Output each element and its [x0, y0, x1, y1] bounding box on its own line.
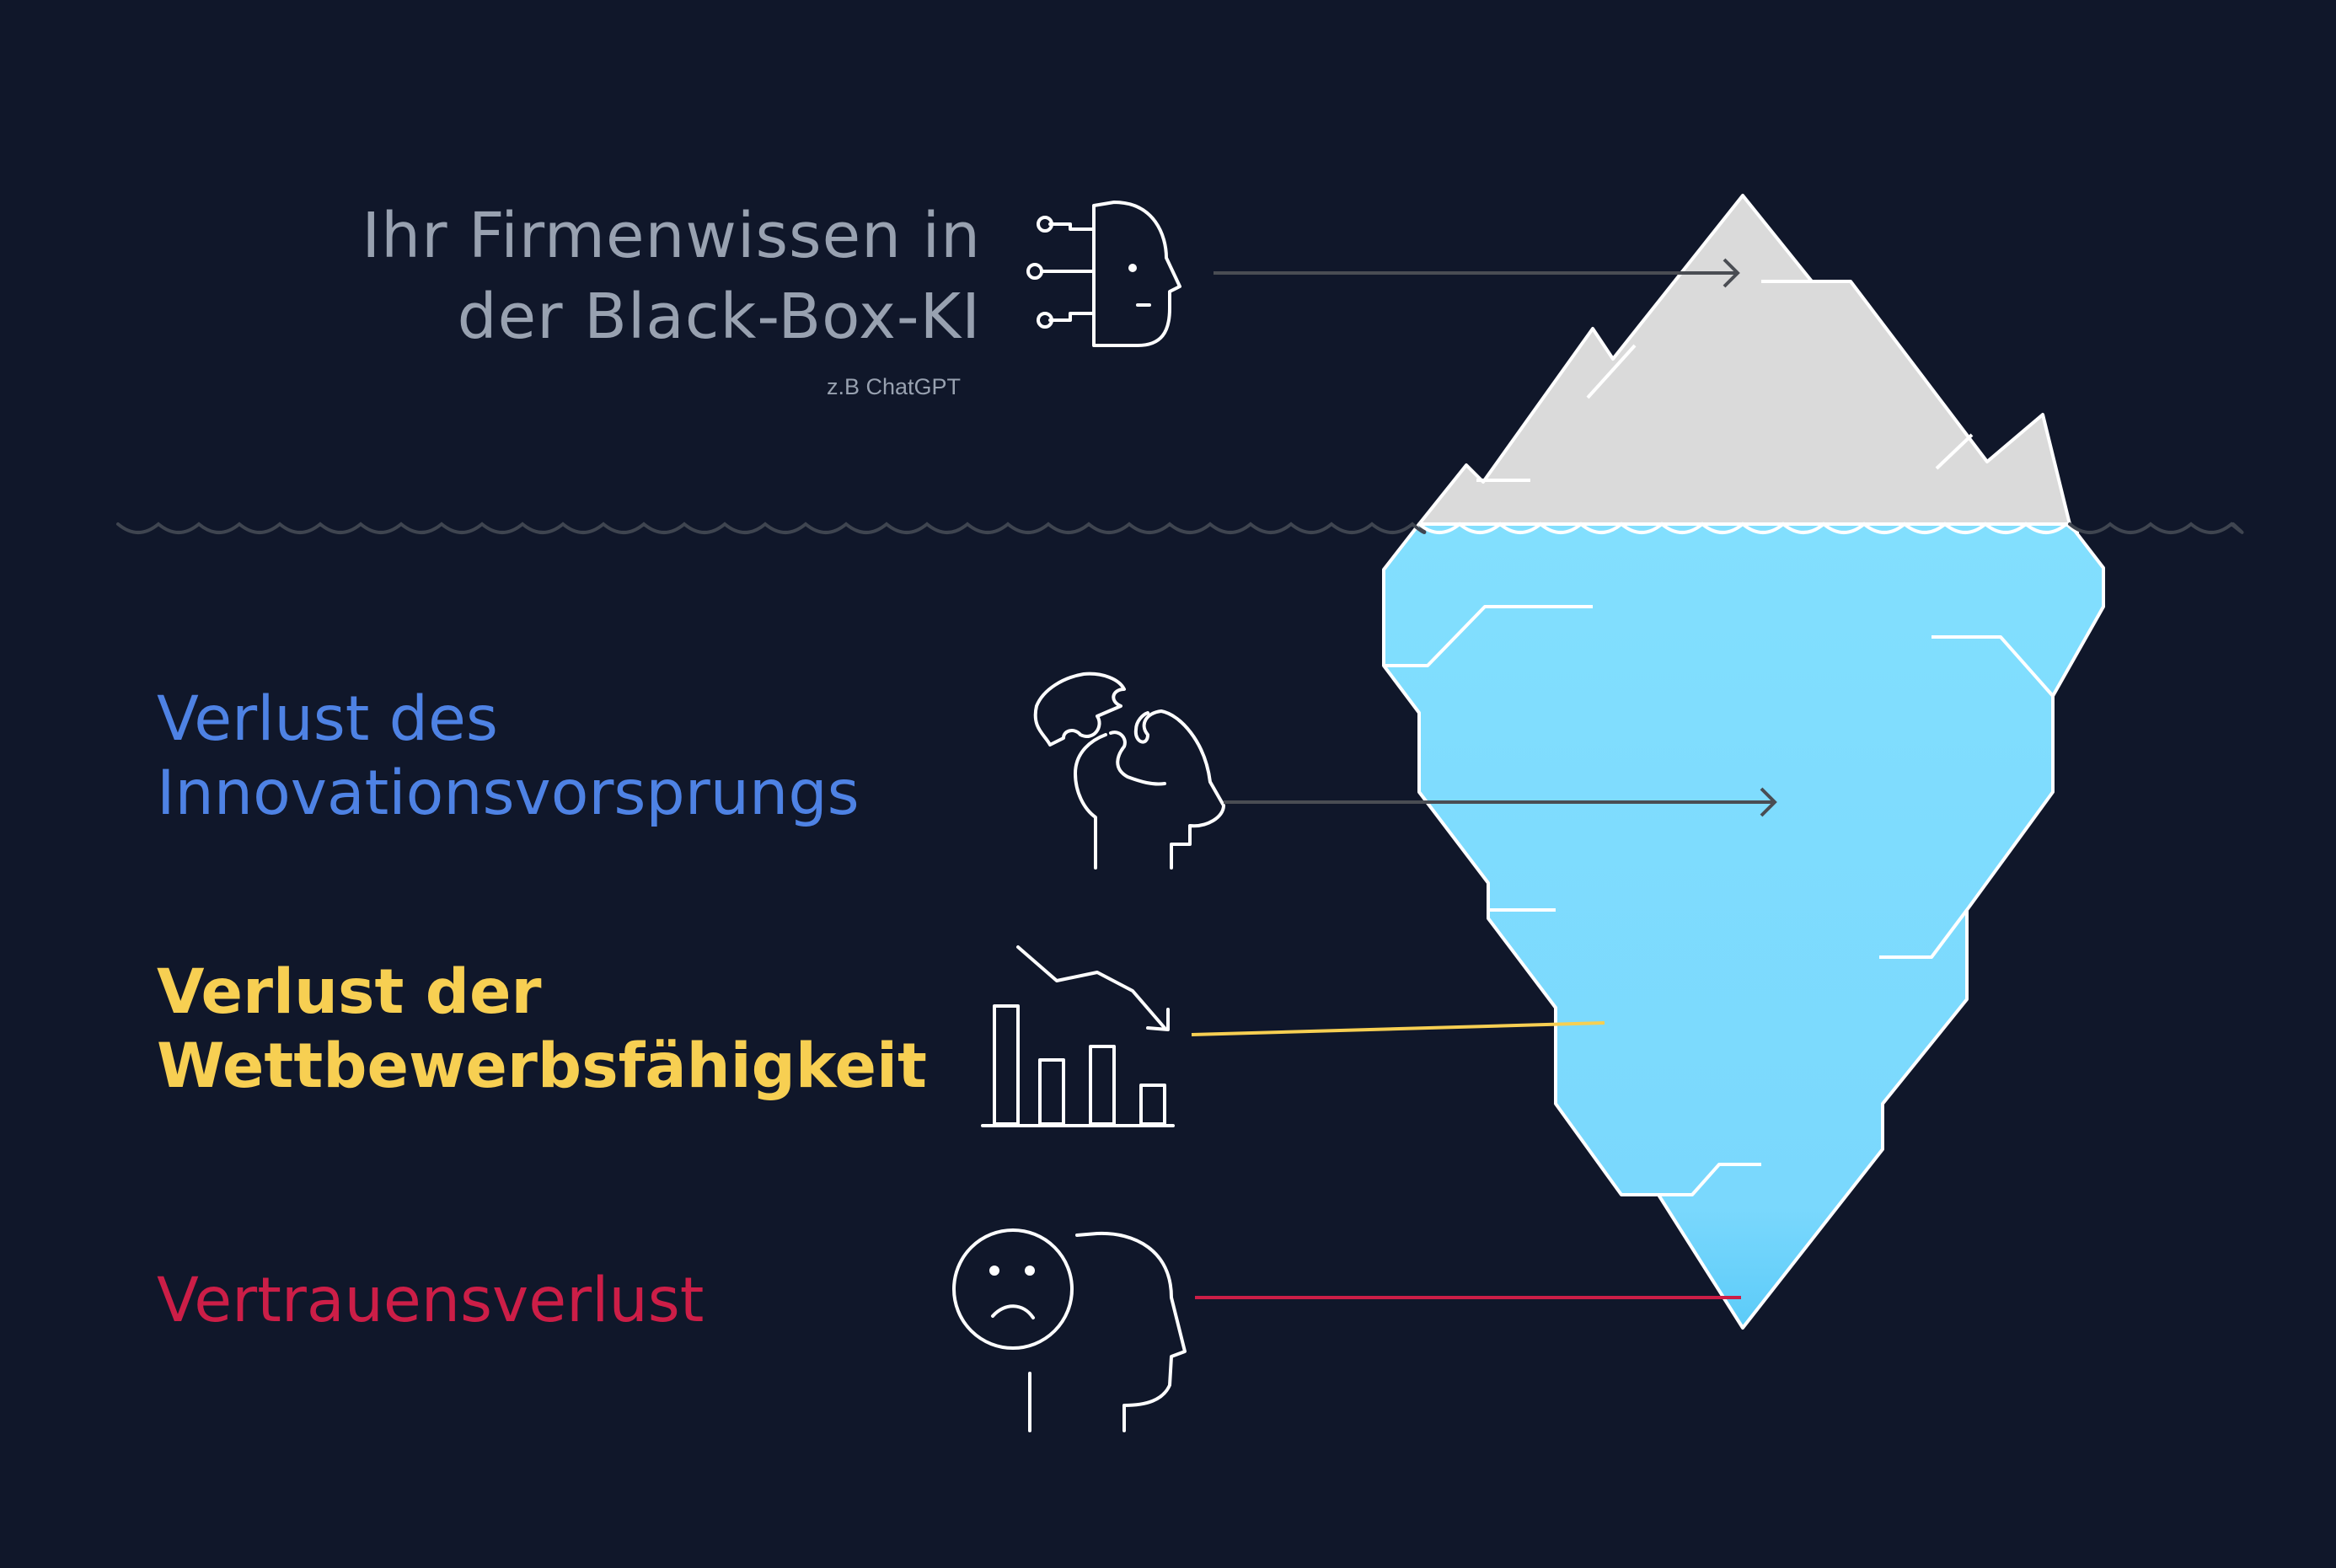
top-title-line1: Ihr Firmenwissen in — [362, 200, 981, 272]
risk-competitiveness-line1: Verlust der — [157, 956, 542, 1028]
puzzle-head-icon — [1033, 672, 1225, 870]
arrow-black-box — [1214, 258, 1740, 288]
risk-innovation-line2: Innovationsvorsprungs — [157, 757, 860, 829]
risk-innovation-line1: Verlust des — [157, 683, 498, 755]
iceberg-underwater — [1382, 522, 2105, 1330]
arrow-innovation — [1224, 787, 1777, 817]
top-title-line2: der Black-Box-KI — [457, 281, 981, 353]
risk-trust-label: Vertrauensverlust — [157, 1264, 704, 1338]
risk-competitiveness-line2: Wettbewerbsfähigkeit — [157, 1030, 927, 1102]
waterline — [116, 522, 2244, 534]
iceberg-tip — [1417, 194, 2071, 526]
declining-chart-icon — [981, 945, 1175, 1127]
top-title: Ihr Firmenwissen in der Black-Box-KI — [222, 195, 981, 357]
top-subtitle: z.B ChatGPT — [826, 374, 961, 399]
line-competitiveness — [1191, 1021, 1605, 1036]
ai-head-icon — [1026, 201, 1181, 347]
sad-face-head-icon — [952, 1228, 1187, 1432]
risk-trust-line1: Vertrauensverlust — [157, 1265, 705, 1336]
